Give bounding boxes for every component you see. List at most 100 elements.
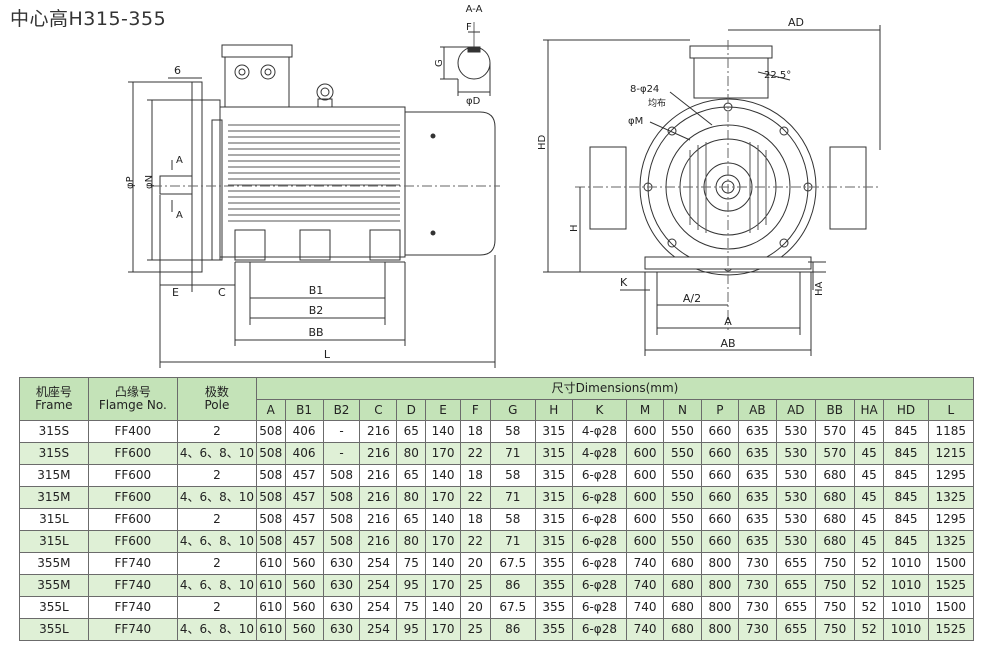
label-l: L xyxy=(324,348,331,361)
table-cell: 530 xyxy=(775,486,816,509)
table-cell: 2 xyxy=(176,596,257,619)
label-f: F xyxy=(466,22,472,33)
table-cell: 6-φ28 xyxy=(571,552,628,575)
table-cell: 355 xyxy=(534,618,573,641)
label-b1: B1 xyxy=(309,284,324,297)
table-cell: FF740 xyxy=(87,618,178,641)
table-cell: 630 xyxy=(322,618,361,641)
table-cell: 655 xyxy=(775,596,816,619)
table-cell: 508 xyxy=(255,486,286,509)
table-cell: 58 xyxy=(489,464,536,487)
table-cell: 75 xyxy=(396,596,427,619)
table-cell: 508 xyxy=(322,508,361,531)
table-cell: 600 xyxy=(626,508,665,531)
table-cell: 2 xyxy=(176,552,257,575)
table-cell: FF600 xyxy=(87,442,178,465)
table-cell: 630 xyxy=(322,596,361,619)
table-cell: 216 xyxy=(359,442,398,465)
table-cell: FF740 xyxy=(87,574,178,597)
table-cell: 67.5 xyxy=(489,552,536,575)
table-cell: 25 xyxy=(459,618,491,641)
table-cell: 86 xyxy=(489,618,536,641)
table-cell: 740 xyxy=(626,618,665,641)
dim-header-b1: B1 xyxy=(284,399,324,421)
table-cell: 635 xyxy=(737,486,777,509)
table-cell: 457 xyxy=(284,464,324,487)
label-a-bottom: A xyxy=(176,210,183,221)
table-cell: 216 xyxy=(359,464,398,487)
table-cell: 1185 xyxy=(927,420,975,443)
table-cell: 730 xyxy=(737,618,777,641)
table-cell: 45 xyxy=(853,508,885,531)
dim-header-b2: B2 xyxy=(322,399,361,421)
table-cell: 75 xyxy=(396,552,427,575)
table-cell: 170 xyxy=(425,618,461,641)
table-cell: 52 xyxy=(853,574,885,597)
table-cell: 1295 xyxy=(927,464,975,487)
dim-header-ha: HA xyxy=(853,399,885,421)
label-hd: HD xyxy=(537,134,548,150)
table-cell: 800 xyxy=(700,618,739,641)
table-cell: 610 xyxy=(255,552,286,575)
table-cell: 800 xyxy=(700,574,739,597)
label-m: φM xyxy=(628,116,643,127)
table-cell: 1215 xyxy=(927,442,975,465)
table-cell: 71 xyxy=(489,486,536,509)
table-cell: 457 xyxy=(284,508,324,531)
table-cell: 660 xyxy=(700,530,739,553)
table-cell: 570 xyxy=(814,442,855,465)
label-n: φN xyxy=(144,175,155,189)
dim-header-d: D xyxy=(396,399,427,421)
table-cell: FF600 xyxy=(87,530,178,553)
table-cell: 560 xyxy=(284,552,324,575)
table-cell: 315L xyxy=(19,508,89,531)
table-cell: 406 xyxy=(284,420,324,443)
table-cell: 660 xyxy=(700,508,739,531)
table-cell: 530 xyxy=(775,442,816,465)
table-cell: 560 xyxy=(284,618,324,641)
table-cell: 6-φ28 xyxy=(571,464,628,487)
dim-header-g: G xyxy=(489,399,536,421)
table-cell: 315 xyxy=(534,530,573,553)
table-cell: 315 xyxy=(534,508,573,531)
table-cell: 508 xyxy=(255,508,286,531)
table-cell: 216 xyxy=(359,486,398,509)
label-ha: HA xyxy=(814,281,825,296)
table-cell: 170 xyxy=(425,574,461,597)
table-cell: 67.5 xyxy=(489,596,536,619)
table-cell: 630 xyxy=(322,552,361,575)
table-cell: 457 xyxy=(284,530,324,553)
table-cell: 680 xyxy=(663,552,702,575)
label-e: E xyxy=(172,286,179,299)
dim-header-e: E xyxy=(425,399,461,421)
table-cell: 80 xyxy=(396,442,427,465)
label-six: 6 xyxy=(174,64,181,77)
table-cell: 750 xyxy=(814,596,855,619)
table-cell: 508 xyxy=(322,486,361,509)
table-cell: 635 xyxy=(737,508,777,531)
table-cell: 254 xyxy=(359,552,398,575)
dim-header-n: N xyxy=(663,399,702,421)
label-section-aa: A-A xyxy=(466,4,483,15)
table-cell: 140 xyxy=(425,464,461,487)
table-cell: 1010 xyxy=(883,618,929,641)
dim-header-c: C xyxy=(359,399,398,421)
table-cell: 550 xyxy=(663,486,702,509)
table-cell: 600 xyxy=(626,486,665,509)
table-cell: 6-φ28 xyxy=(571,530,628,553)
table-cell: 71 xyxy=(489,530,536,553)
table-cell: 315S xyxy=(19,420,89,443)
table-cell: 4-φ28 xyxy=(571,420,628,443)
table-cell: 550 xyxy=(663,464,702,487)
table-cell: 2 xyxy=(176,464,257,487)
table-cell: 140 xyxy=(425,552,461,575)
table-cell: 216 xyxy=(359,508,398,531)
dim-header-p: P xyxy=(700,399,739,421)
label-p: φP xyxy=(125,176,136,189)
table-cell: 58 xyxy=(489,508,536,531)
